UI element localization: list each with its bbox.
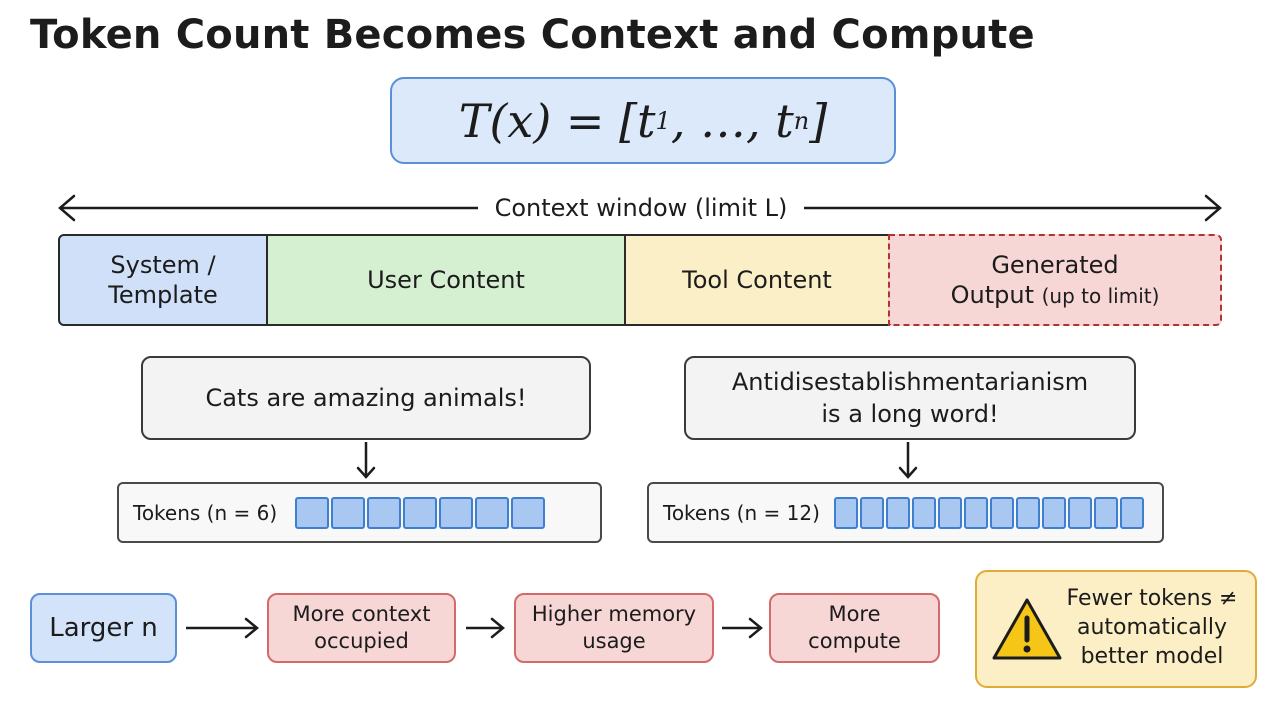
flow-more-compute-line1: More xyxy=(828,602,881,626)
segment-generated-line1: Generated xyxy=(991,250,1119,279)
warning-line2: automatically xyxy=(1077,615,1227,640)
flow-higher-memory-line1: Higher memory xyxy=(531,602,697,626)
token-cell xyxy=(833,496,858,529)
example-sentence-1: Cats are amazing animals! xyxy=(141,356,591,440)
example-sentence-1-text: Cats are amazing animals! xyxy=(205,384,527,412)
tokens-box-2: Tokens (n = 12) xyxy=(647,482,1164,543)
segment-user-label: User Content xyxy=(367,266,525,294)
context-window-label: Context window (limit L) xyxy=(478,192,804,224)
formula-lhs: T(x) = [t xyxy=(458,93,656,148)
token-cell xyxy=(911,496,936,529)
token-cell xyxy=(511,496,546,529)
flow-higher-memory-line2: usage xyxy=(582,629,646,653)
flow-more-context: More context occupied xyxy=(267,593,456,663)
warning-line1: Fewer tokens ≠ xyxy=(1066,586,1238,611)
example-sentence-2-line1: Antidisestablishmentarianism xyxy=(731,368,1089,396)
formula-rhs: ] xyxy=(809,93,828,148)
token-cell xyxy=(1015,496,1040,529)
example-sentence-2-line2: is a long word! xyxy=(821,400,999,428)
token-cell xyxy=(367,496,402,529)
flow-higher-memory: Higher memory usage xyxy=(514,593,714,663)
token-cell xyxy=(331,496,366,529)
token-cell xyxy=(403,496,438,529)
token-cell xyxy=(859,496,884,529)
down-arrow-1-icon xyxy=(356,442,376,479)
example-sentence-2: Antidisestablishmentarianism is a long w… xyxy=(684,356,1136,440)
segment-system-template: System / Template xyxy=(58,234,268,326)
down-arrow-2-icon xyxy=(898,442,918,479)
context-arrow-right-head xyxy=(1204,194,1222,222)
token-cell xyxy=(1119,496,1144,529)
segment-user-content: User Content xyxy=(266,234,626,326)
token-cell xyxy=(937,496,962,529)
token-cell xyxy=(1093,496,1118,529)
token-cell xyxy=(963,496,988,529)
segment-system-line2: Template xyxy=(108,281,218,309)
flow-more-context-line2: occupied xyxy=(314,629,409,653)
page-title: Token Count Becomes Context and Compute xyxy=(30,12,1035,58)
segment-tool-content: Tool Content xyxy=(624,234,890,326)
segment-system-line1: System / xyxy=(110,251,216,279)
formula-mid: , …, t xyxy=(670,93,794,148)
token-cell xyxy=(885,496,910,529)
flow-arrow-3-icon xyxy=(722,617,763,639)
segment-generated-note: (up to limit) xyxy=(1041,283,1160,308)
flow-larger-n-label: Larger n xyxy=(49,613,158,643)
segment-tool-label: Tool Content xyxy=(682,266,832,294)
flow-more-context-line1: More context xyxy=(292,602,431,626)
token-cell xyxy=(1041,496,1066,529)
tokens-box-1: Tokens (n = 6) xyxy=(117,482,602,543)
formula-sub-1: 1 xyxy=(655,106,671,135)
token-cell xyxy=(295,496,330,529)
token-cell xyxy=(989,496,1014,529)
token-cell xyxy=(475,496,510,529)
flow-larger-n: Larger n xyxy=(30,593,177,663)
token-cell xyxy=(1067,496,1092,529)
context-arrow-left-head xyxy=(58,194,76,222)
warning-triangle-icon xyxy=(992,598,1062,660)
segment-generated-output: Generated Output (up to limit) xyxy=(888,234,1222,326)
tokens-label-1: Tokens (n = 6) xyxy=(133,500,278,525)
segment-generated-line2: Output xyxy=(950,280,1034,309)
flow-arrow-2-icon xyxy=(466,617,505,639)
flow-arrow-1-icon xyxy=(186,617,259,639)
flow-more-compute: More compute xyxy=(769,593,940,663)
formula-sub-n: n xyxy=(793,106,810,135)
token-cell xyxy=(439,496,474,529)
token-row-2 xyxy=(833,496,1146,529)
flow-more-compute-line2: compute xyxy=(808,629,901,653)
token-row-1 xyxy=(295,496,547,529)
tokens-label-2: Tokens (n = 12) xyxy=(663,500,820,525)
warning-text: Fewer tokens ≠ automatically better mode… xyxy=(1062,584,1242,671)
warning-line3: better model xyxy=(1080,644,1224,669)
